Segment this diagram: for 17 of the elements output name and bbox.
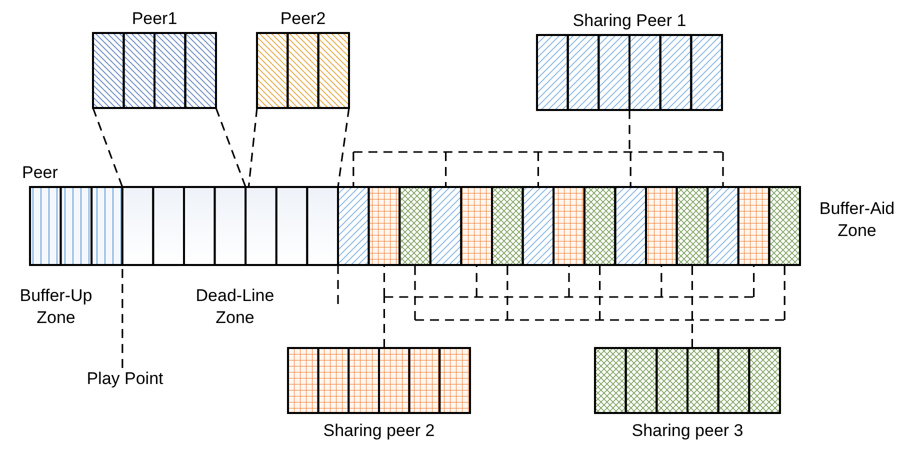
connector-line xyxy=(92,108,124,188)
connector-line xyxy=(352,109,724,188)
connector-line xyxy=(248,108,258,188)
connector-line xyxy=(414,264,786,349)
annotation-text: Play Point xyxy=(70,368,180,390)
zone-label: Buffer-Up Zone xyxy=(18,285,94,329)
block-title: Peer1 xyxy=(130,9,178,29)
connector-line xyxy=(215,108,246,188)
connector-line xyxy=(337,108,350,188)
block-title: Sharing peer 3 xyxy=(630,421,744,441)
zone-label: Buffer-Aid Zone xyxy=(818,198,896,242)
block-title: Peer2 xyxy=(279,9,327,29)
block-title: Sharing peer 2 xyxy=(322,421,436,441)
connector-line xyxy=(383,264,755,349)
zone-label: Dead-Line Zone xyxy=(194,285,276,329)
block-title: Peer xyxy=(22,163,58,183)
block-title: Sharing Peer 1 xyxy=(572,11,688,31)
